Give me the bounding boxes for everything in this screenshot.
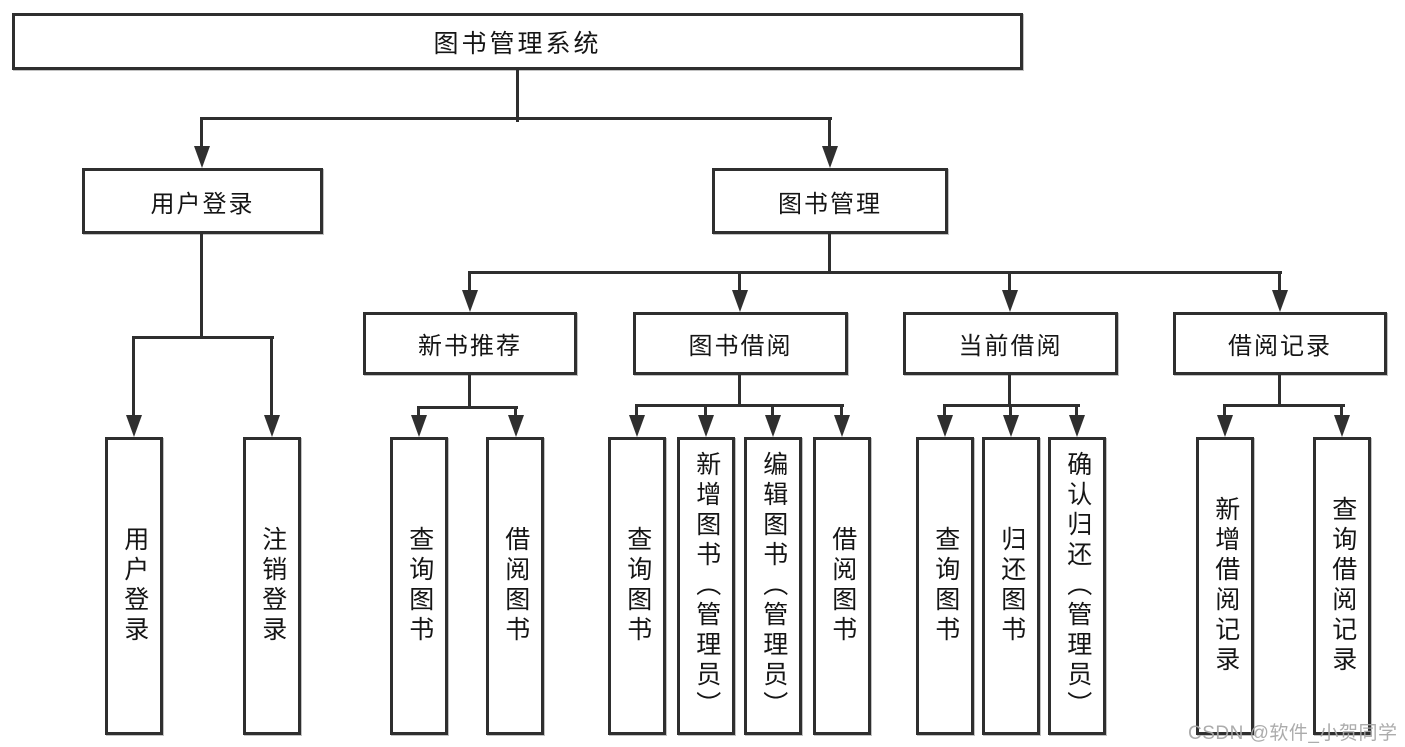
leaf-return-books: 归还图书 [982, 437, 1040, 735]
node-label: 图书借阅 [688, 333, 793, 360]
arrow-down-icon [1003, 415, 1019, 437]
arrow-down-icon [411, 415, 427, 437]
arrow-down-icon [194, 146, 210, 168]
node-new-book-recommendation: 新书推荐 [363, 312, 577, 375]
node-label: 查询借阅记录 [1328, 496, 1357, 676]
connector-line [635, 404, 844, 407]
node-label: 新书推荐 [418, 333, 522, 360]
connector-line [738, 271, 741, 294]
connector-line [417, 406, 518, 409]
connector-line [514, 406, 517, 419]
leaf-confirm-return-admin: 确认归还（管理员） [1048, 437, 1106, 735]
leaf-borrow-books: 借阅图书 [813, 437, 871, 735]
connector-line [828, 117, 831, 150]
connector-line [200, 117, 832, 120]
arrow-down-icon [508, 415, 524, 437]
connector-line [200, 117, 203, 150]
leaf-current-query-books: 查询图书 [916, 437, 974, 735]
node-current-borrowing: 当前借阅 [903, 312, 1118, 375]
arrow-down-icon [629, 415, 645, 437]
leaf-add-book-admin: 新增图书（管理员） [677, 437, 735, 735]
node-library-management-system: 图书管理系统 [12, 13, 1023, 70]
node-label: 用户登录 [120, 526, 149, 646]
connector-line [1009, 404, 1012, 419]
node-label: 新增图书（管理员） [692, 451, 721, 721]
connector-line [1340, 404, 1343, 419]
arrow-down-icon [937, 415, 953, 437]
connector-line [704, 404, 707, 419]
node-label: 图书管理 [778, 190, 882, 218]
node-label: 查询图书 [931, 526, 960, 646]
connector-line [468, 271, 471, 294]
connector-line [828, 234, 831, 274]
node-label: 查询图书 [623, 526, 652, 646]
node-book-management: 图书管理 [712, 168, 948, 234]
node-label: 确认归还（管理员） [1063, 451, 1092, 721]
arrow-down-icon [1217, 415, 1233, 437]
node-label: 当前借阅 [958, 333, 1063, 360]
connector-line [200, 234, 203, 339]
leaf-recommend-query-books: 查询图书 [390, 437, 448, 735]
leaf-user-login: 用户登录 [105, 437, 163, 735]
leaf-borrow-query-books: 查询图书 [608, 437, 666, 735]
arrow-down-icon [462, 290, 478, 312]
node-user-login: 用户登录 [82, 168, 323, 234]
leaf-edit-book-admin: 编辑图书（管理员） [744, 437, 802, 735]
connector-line [1075, 404, 1078, 419]
arrow-down-icon [1334, 415, 1350, 437]
node-label: 借阅记录 [1228, 333, 1332, 360]
node-borrowing-records: 借阅记录 [1173, 312, 1387, 375]
connector-line [1223, 404, 1345, 407]
node-label: 注销登录 [258, 526, 287, 646]
node-label: 借阅图书 [828, 526, 857, 646]
arrow-down-icon [698, 415, 714, 437]
connector-line [840, 404, 843, 419]
arrow-down-icon [765, 415, 781, 437]
connector-line [771, 404, 774, 419]
arrow-down-icon [1002, 290, 1018, 312]
connector-line [516, 70, 519, 122]
node-label: 图书管理系统 [433, 29, 602, 58]
connector-line [943, 404, 946, 419]
node-label: 用户登录 [150, 190, 255, 218]
connector-line [270, 336, 273, 419]
arrow-down-icon [1272, 290, 1288, 312]
connector-line [738, 375, 741, 407]
connector-line [468, 271, 1282, 274]
node-label: 借阅图书 [501, 526, 530, 646]
arrow-down-icon [126, 415, 142, 437]
connector-line [1008, 271, 1011, 294]
csdn-watermark: CSDN @软件_小贺同学 [1188, 723, 1398, 744]
arrow-down-icon [264, 415, 280, 437]
node-label: 新增借阅记录 [1211, 496, 1240, 676]
connector-line [132, 336, 274, 339]
leaf-add-borrow-record: 新增借阅记录 [1196, 437, 1254, 735]
connector-line [468, 375, 471, 409]
node-label: 归还图书 [997, 526, 1026, 646]
leaf-logout: 注销登录 [243, 437, 301, 735]
arrow-down-icon [822, 146, 838, 168]
connector-line [635, 404, 638, 419]
connector-line [1278, 375, 1281, 407]
arrow-down-icon [732, 290, 748, 312]
node-book-borrowing: 图书借阅 [633, 312, 848, 375]
connector-line [132, 336, 135, 419]
connector-line [1223, 404, 1226, 419]
leaf-recommend-borrow-books: 借阅图书 [486, 437, 544, 735]
arrow-down-icon [1069, 415, 1085, 437]
node-label: 编辑图书（管理员） [759, 451, 788, 721]
node-label: 查询图书 [405, 526, 434, 646]
connector-line [1008, 375, 1011, 407]
connector-line [417, 406, 420, 419]
leaf-query-borrow-record: 查询借阅记录 [1313, 437, 1371, 735]
connector-line [1278, 271, 1281, 294]
arrow-down-icon [834, 415, 850, 437]
